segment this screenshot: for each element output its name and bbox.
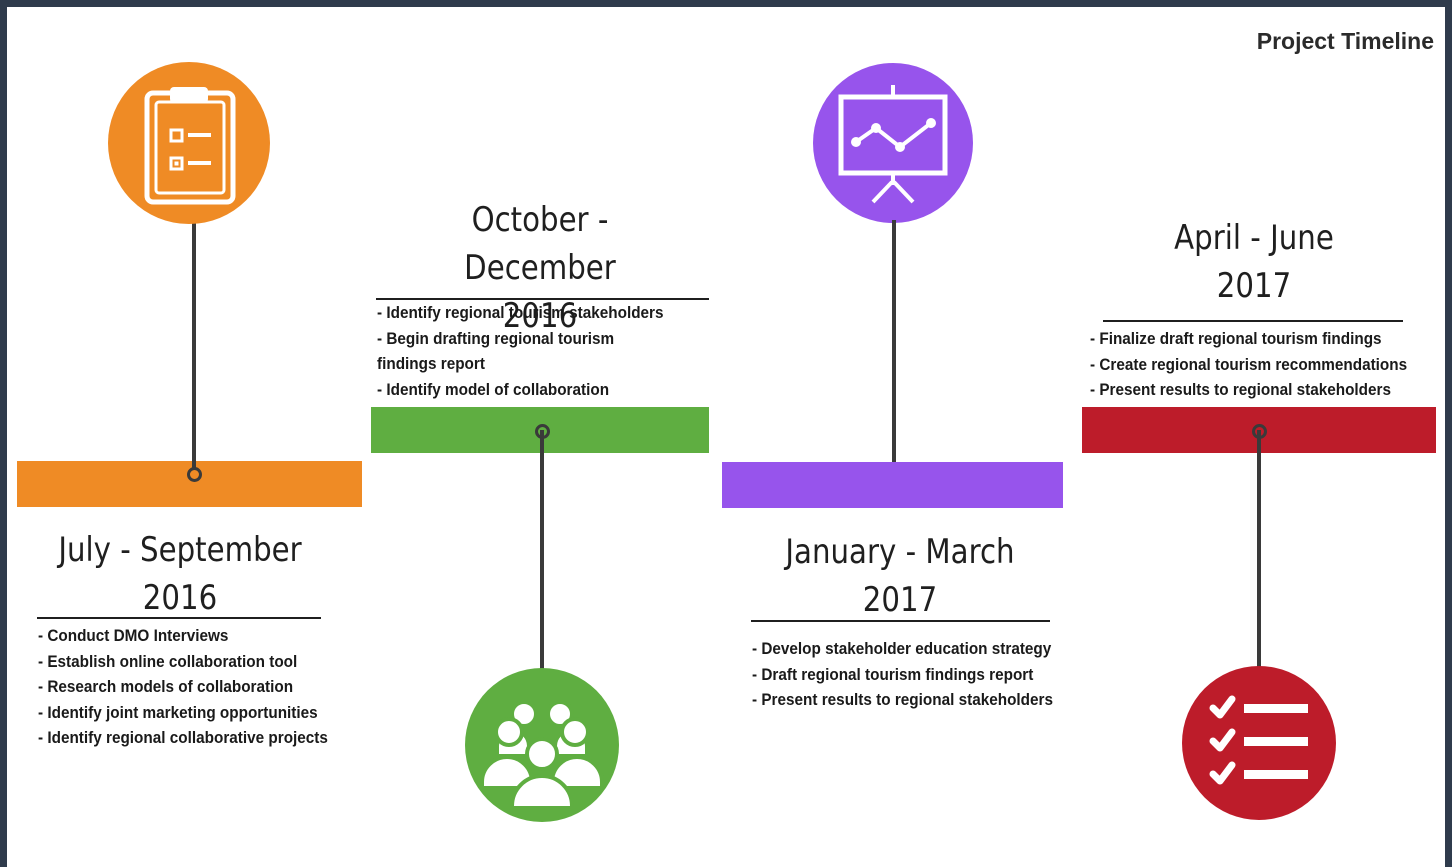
phase-4-rule xyxy=(1103,320,1403,322)
task-item: - Present results to regional stakeholde… xyxy=(752,690,1054,709)
phase-2-node xyxy=(535,424,550,439)
phase-1-icon-circle xyxy=(108,62,270,224)
phase-3-period: January - March xyxy=(785,532,1015,572)
phase-1-heading: July - September 2016 xyxy=(51,526,309,622)
phase-3-bar xyxy=(722,462,1063,508)
phase-2-heading: October - December 2016 xyxy=(394,196,686,340)
task-item: - Draft regional tourism findings report xyxy=(752,664,1034,684)
phase-4-connector xyxy=(1257,430,1261,670)
task-item: - Present results to regional stakeholde… xyxy=(1090,380,1392,399)
phase-1-period: July - September xyxy=(58,530,302,570)
phase-4-heading: April - June 2017 xyxy=(1125,214,1383,310)
phase-2-rule xyxy=(376,298,709,300)
task-item: - Finalize draft regional tourism findin… xyxy=(1090,329,1382,348)
task-item: - Identify model of collaboration xyxy=(377,379,610,399)
phase-1-year: 2016 xyxy=(142,578,218,618)
phase-2-year: 2016 xyxy=(502,296,578,336)
phase-4-year: 2017 xyxy=(1216,266,1292,306)
phase-3-icon-circle xyxy=(813,63,973,223)
clipboard-checklist-icon xyxy=(144,87,236,205)
phase-1-task-list: - Conduct DMO Interviews - Establish onl… xyxy=(38,623,380,751)
phase-4-icon-circle xyxy=(1182,666,1336,820)
task-item: - Research models of collaboration xyxy=(38,677,294,696)
phase-1-rule xyxy=(37,617,321,619)
phase-1-connector xyxy=(192,220,196,468)
task-item: - Develop stakeholder education strategy xyxy=(752,639,1052,658)
task-item: - Identify joint marketing opportunities xyxy=(38,702,318,722)
phase-3-connector xyxy=(892,220,896,469)
task-item: - Establish online collaboration tool xyxy=(38,651,298,671)
phase-2-period: October - December xyxy=(464,200,616,288)
phase-3-heading: January - March 2017 xyxy=(771,528,1029,624)
phase-3-rule xyxy=(751,620,1050,622)
task-item: - Identify regional collaborative projec… xyxy=(38,728,328,747)
checklist-icon xyxy=(1209,695,1308,785)
people-group-icon xyxy=(480,700,604,810)
task-item: - Begin drafting regional tourism findin… xyxy=(377,328,615,374)
phase-3-year: 2017 xyxy=(862,580,938,620)
task-item: - Conduct DMO Interviews xyxy=(38,626,229,645)
task-item: - Identify regional tourism stakeholders xyxy=(377,303,664,322)
phase-2-icon-circle xyxy=(465,668,619,822)
phase-4-period: April - June xyxy=(1174,218,1334,258)
task-item: - Create regional tourism recommendation… xyxy=(1090,354,1408,374)
phase-2-task-list: - Identify regional tourism stakeholders… xyxy=(377,300,664,402)
presentation-chart-icon xyxy=(838,85,948,204)
phase-4-node xyxy=(1252,424,1267,439)
page-title: Project Timeline xyxy=(1256,28,1434,54)
phase-2-connector xyxy=(540,430,544,670)
phase-4-task-list: - Finalize draft regional tourism findin… xyxy=(1090,326,1432,403)
phase-1-node xyxy=(187,467,202,482)
phase-3-task-list: - Develop stakeholder education strategy… xyxy=(752,636,1094,713)
